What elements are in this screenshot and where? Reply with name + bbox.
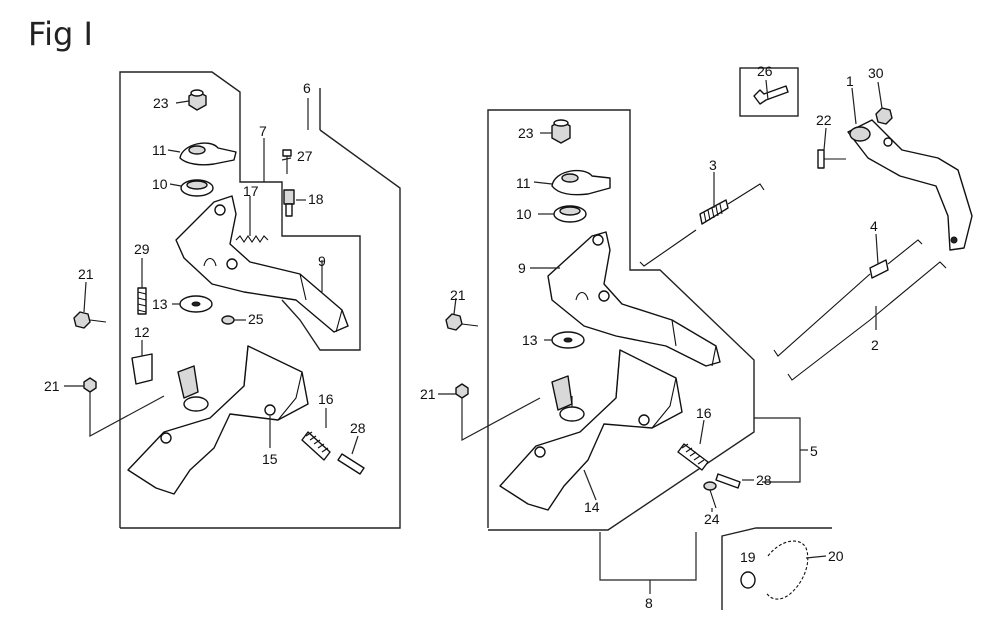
callout-16-left: 16 xyxy=(318,391,334,407)
callout-11-left: 11 xyxy=(152,142,167,158)
callout-14: 14 xyxy=(584,499,600,515)
left-pin-28 xyxy=(337,453,365,475)
callout-17: 17 xyxy=(243,183,259,199)
callout-27: 27 xyxy=(297,148,313,164)
callout-23-left: 23 xyxy=(153,95,169,111)
right-plate-11 xyxy=(551,169,611,196)
rod-2 xyxy=(787,261,947,381)
left-plate-11 xyxy=(179,142,237,166)
nut-30 xyxy=(875,107,893,125)
callout-29: 29 xyxy=(134,241,150,257)
callout-15: 15 xyxy=(262,451,278,467)
detail-box-26 xyxy=(739,67,799,117)
callout-30: 30 xyxy=(868,65,884,81)
left-clip-12 xyxy=(131,353,153,385)
left-spring-16 xyxy=(301,431,331,461)
spring-rod-4 xyxy=(773,239,923,357)
callout-1: 1 xyxy=(846,73,854,89)
right-bolt-24 xyxy=(703,481,717,509)
callout-21-left-lower: 21 xyxy=(44,378,60,394)
callout-10-right: 10 xyxy=(516,206,532,222)
left-bolt-27 xyxy=(282,149,292,174)
callout-8: 8 xyxy=(645,595,653,611)
callout-21-left-upper: 21 xyxy=(78,266,94,282)
left-bolt-21-upper xyxy=(73,311,107,329)
left-washer-10 xyxy=(180,179,214,197)
callout-12: 12 xyxy=(134,324,150,340)
callout-3: 3 xyxy=(709,157,717,173)
left-bracket-15 xyxy=(127,345,309,495)
detail-box-19-20 xyxy=(721,527,832,610)
left-assembly-frame xyxy=(119,71,401,529)
callout-9-right: 9 xyxy=(518,260,526,276)
callout-20: 20 xyxy=(828,548,844,564)
figure-title: Fig I xyxy=(28,15,93,53)
lever-arm-1 xyxy=(847,119,973,251)
right-spring-16 xyxy=(677,443,709,471)
right-washer-13 xyxy=(551,331,585,349)
right-bracket-14 xyxy=(499,349,683,511)
left-bolt-21-lower xyxy=(83,377,97,410)
callout-23-right: 23 xyxy=(518,125,534,141)
callout-21-right-upper: 21 xyxy=(450,287,466,303)
callout-28-right: 28 xyxy=(756,472,772,488)
right-pin-28 xyxy=(715,473,741,489)
left-spring-17 xyxy=(235,235,269,243)
callout-5: 5 xyxy=(810,443,818,459)
callout-21-right-lower: 21 xyxy=(420,386,436,402)
left-bolt-29 xyxy=(137,287,147,315)
callout-24: 24 xyxy=(704,511,720,527)
left-nut-23 xyxy=(188,89,207,111)
right-bolt-21-upper xyxy=(445,313,479,331)
right-lever-9 xyxy=(547,231,721,367)
callout-18: 18 xyxy=(308,191,324,207)
callout-13-right: 13 xyxy=(522,332,538,348)
callout-22: 22 xyxy=(816,112,832,128)
right-washer-10 xyxy=(553,205,587,223)
left-lever-9 xyxy=(175,195,349,333)
callout-26: 26 xyxy=(757,63,773,79)
left-leader-lines xyxy=(64,98,359,455)
callout-9-left: 9 xyxy=(318,253,326,269)
bolt-22 xyxy=(817,149,846,169)
left-screw-25 xyxy=(221,315,235,325)
callout-25: 25 xyxy=(248,311,264,327)
spring-rod-3 xyxy=(639,183,765,267)
right-nut-23 xyxy=(551,119,571,144)
callout-2: 2 xyxy=(871,337,879,353)
callout-4: 4 xyxy=(870,218,878,234)
callout-7: 7 xyxy=(259,123,267,139)
callout-13-left: 13 xyxy=(152,296,168,312)
right-assembly-frame xyxy=(487,109,755,531)
left-fitting-18 xyxy=(283,189,295,217)
callout-10-left: 10 xyxy=(152,176,168,192)
callout-19: 19 xyxy=(740,549,756,565)
callout-28-left: 28 xyxy=(350,420,366,436)
left-washer-13 xyxy=(179,295,213,313)
callout-16-right: 16 xyxy=(696,405,712,421)
callout-11-right: 11 xyxy=(516,175,531,191)
callout-6: 6 xyxy=(303,80,311,96)
callout-labels: 23 11 10 6 7 27 17 18 9 21 29 13 25 12 2… xyxy=(44,63,884,611)
right-leader-lines xyxy=(438,79,883,594)
right-bolt-21-lower xyxy=(455,383,469,416)
